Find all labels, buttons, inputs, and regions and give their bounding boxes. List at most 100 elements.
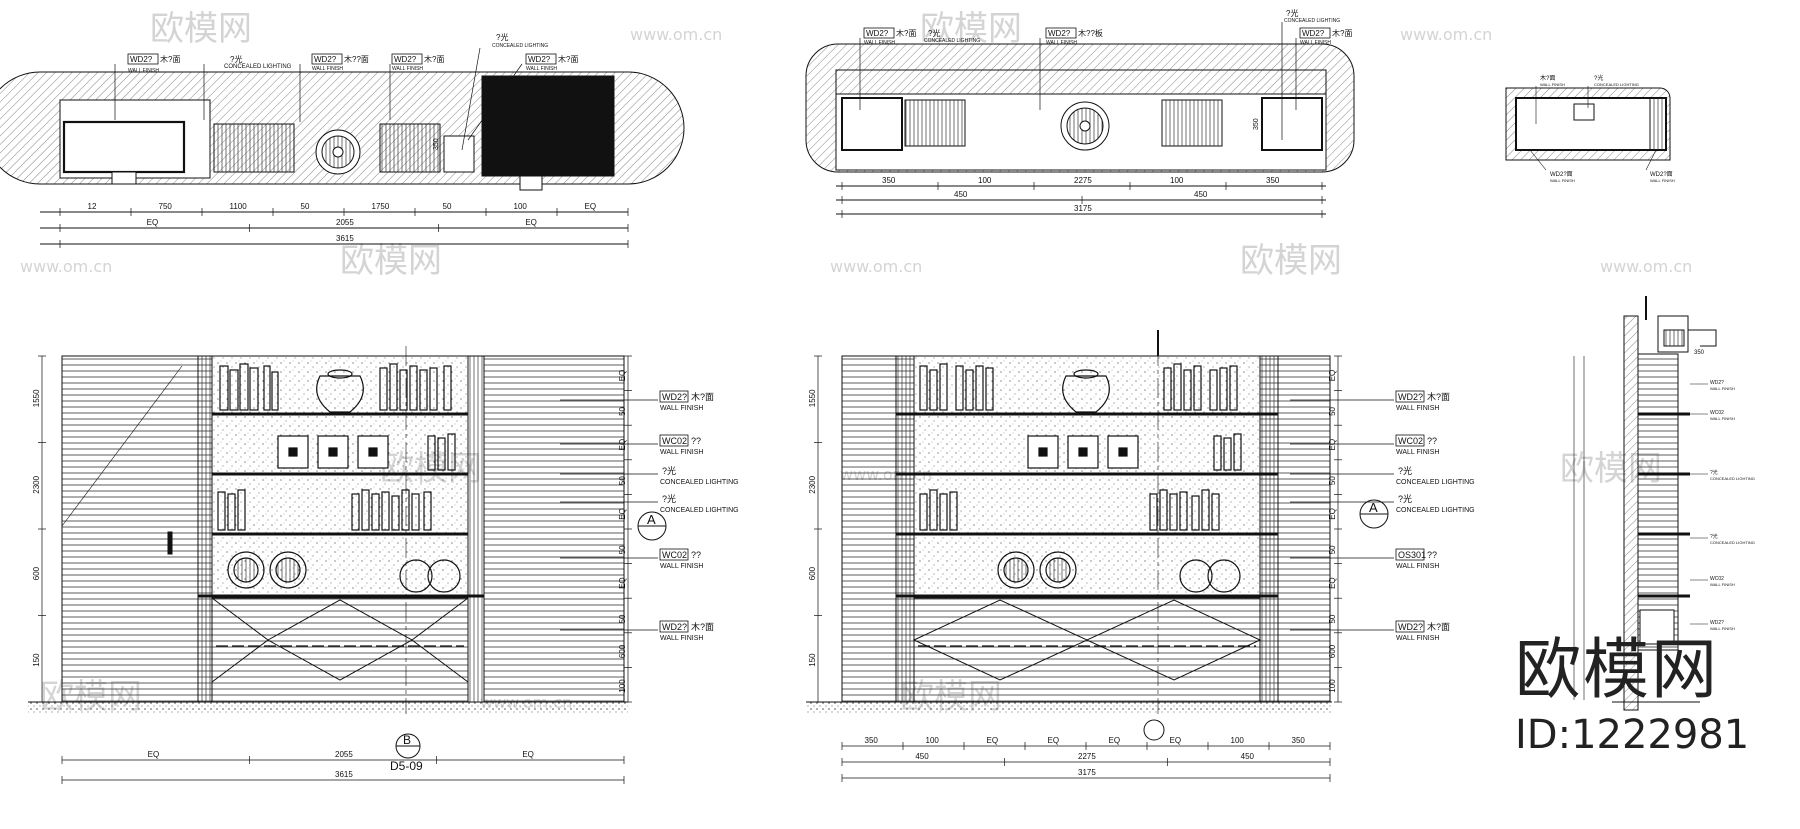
elev-mid-dim-right-label: EQ [1328, 508, 1337, 520]
elevation-left-material-tags: WD2? 木?面 WALL FINISH WC02?? WALL FINISH ?光 CON… [560, 390, 739, 642]
plan-left-dim-row2-label: EQ [525, 218, 537, 227]
elev-mid-tag-code: WD2? [1398, 392, 1423, 402]
elev-mid-dim-right-label: 50 [1328, 406, 1337, 415]
elev-left-dim-right-label: 600 [618, 644, 627, 658]
tag-plan-right-1: 木?面 [1540, 74, 1555, 82]
tag-plan-left-3-text: 木??面 [344, 54, 369, 64]
elev-mid-tag-code: WC02 [1398, 436, 1423, 446]
plan-left-dim-row1-label: 750 [159, 202, 173, 211]
section-right-top-dim: 350 [1694, 350, 1705, 356]
tag-plan-left-5-code: ?光 [496, 32, 508, 42]
watermark-site-text: www.om.cn [1600, 257, 1692, 276]
callout-marker-b: B [403, 733, 411, 747]
tag-plan-right-2-sub: CONCEALED LIGHTING [1594, 82, 1639, 87]
section-right-tag-sub: WALL FINISH [1710, 416, 1735, 421]
elev-mid-dim-right-label: EQ [1328, 370, 1337, 382]
section-right-tag-sub: CONCEALED LIGHTING [1710, 540, 1755, 545]
plan-mid-dim-row3-label: 3175 [1074, 204, 1092, 213]
tag-plan-mid-4-sub: CONCEALED LIGHTING [1284, 18, 1340, 24]
plan-view-middle [805, 43, 1355, 215]
elev-left-tag-text: 木?面 [691, 391, 714, 402]
section-right-tag-code: WC02 [1710, 576, 1724, 582]
elev-mid-tag-text: 木?面 [1427, 391, 1450, 402]
tag-plan-mid-3-text: 木??板 [1078, 28, 1103, 38]
elev-left-dim-bottom2-label: 3615 [335, 770, 353, 779]
tag-plan-left-5-sub: CONCEALED LIGHTING [492, 43, 548, 49]
section-right-tag-code: WC02 [1710, 410, 1724, 416]
elev-mid-tag-sub: WALL FINISH [1396, 449, 1439, 456]
tag-plan-left-4-text: 木?面 [424, 54, 444, 64]
elev-mid-dim-bottom1-label: EQ [1048, 736, 1060, 745]
elev-left-dim-right-label: 50 [618, 614, 627, 623]
elev-left-tag-sub: CONCEALED LIGHTING [660, 507, 739, 514]
tag-plan-right-3: WD2?面 [1550, 171, 1573, 178]
elev-mid-tag-sub: WALL FINISH [1396, 405, 1439, 412]
elev-mid-dim-left-label: 150 [808, 653, 817, 667]
tag-plan-left-6-sub: WALL FINISH [526, 66, 557, 72]
elevation-middle-annotations: A [1143, 499, 1389, 741]
watermark-site-text: www.om.cn [830, 257, 922, 276]
watermark-site-text: www.om.cn [20, 257, 112, 276]
plan-left-dim-row1-label: 1750 [372, 202, 390, 211]
plan-view-left [0, 71, 685, 245]
elev-mid-tag-code: ?光 [1398, 465, 1412, 476]
tag-plan-left-4-sub: WALL FINISH [392, 66, 423, 72]
section-marker-a-middle: A [1369, 500, 1378, 515]
elev-mid-dim-right-label: 100 [1328, 679, 1337, 693]
elevation-left [28, 346, 628, 714]
tag-plan-mid-2-sub: CONCEALED LIGHTING [924, 38, 980, 44]
plan-mid-dim-row1-label: 100 [978, 176, 992, 185]
plan-left-dim-row1-label: EQ [585, 202, 597, 211]
elev-mid-dim-bottom3-label: 3175 [1078, 768, 1096, 777]
elev-mid-tag-code: ?光 [1398, 493, 1412, 504]
elev-left-dim-bottom1-label: 2055 [335, 750, 353, 759]
elev-left-dim-right-label: EQ [618, 439, 627, 451]
tag-plan-mid-5-code: WD2? [1302, 29, 1325, 38]
elev-left-tag-sub: WALL FINISH [660, 405, 703, 412]
elev-left-dim-right-label: 50 [618, 476, 627, 485]
elev-left-dim-left-label: 2300 [32, 475, 41, 493]
elev-left-tag-code: WC02 [662, 550, 687, 560]
elevation-left-annotations: A B D5-09 [390, 511, 667, 773]
elev-left-tag-code: ?光 [662, 493, 676, 504]
elev-left-tag-code: ?光 [662, 465, 676, 476]
elev-left-tag-text: ?? [691, 550, 701, 560]
elev-left-tag-code: WD2? [662, 392, 687, 402]
elev-left-tag-text: 木?面 [691, 621, 714, 632]
elev-left-tag-sub: WALL FINISH [660, 635, 703, 642]
elev-left-dim-left-label: 1550 [32, 389, 41, 407]
elev-left-dim-right-label: EQ [618, 370, 627, 382]
section-right-tag-code: WD2? [1710, 620, 1724, 626]
elev-left-tag-text: ?? [691, 436, 701, 446]
brand-mark: 欧模网 ID:1222981 [1515, 635, 1749, 759]
tag-plan-left-3-code: WD2? [314, 55, 337, 64]
tag-plan-left-6-code: WD2? [528, 55, 551, 64]
elev-mid-tag-sub: WALL FINISH [1396, 635, 1439, 642]
tag-plan-mid-2-code: ?光 [928, 28, 940, 38]
tag-plan-mid-1-sub: WALL FINISH [864, 40, 895, 46]
plan-mid-annotations: WD2? 木?面 WALL FINISH ?光 CONCEALED LIGHTI… [859, 8, 1352, 140]
elevation-middle [806, 330, 1332, 714]
watermark-site-text: www.om.cn [630, 25, 722, 44]
elev-mid-dim-bottom1-label: EQ [987, 736, 999, 745]
plan-left-dim-row1-label: 50 [443, 202, 452, 211]
tag-plan-left-1-code: WD2? [130, 55, 153, 64]
plan-mid-dim-row1-label: 2275 [1074, 176, 1092, 185]
tag-plan-mid-1-text: 木?面 [896, 28, 916, 38]
tag-plan-left-3-sub: WALL FINISH [312, 66, 343, 72]
plan-mid-dim-row1-label: 100 [1170, 176, 1184, 185]
elev-mid-dim-bottom1-label: 350 [1292, 736, 1306, 745]
elev-left-dim-left-label: 150 [32, 653, 41, 667]
tag-plan-right-3-sub: WALL FINISH [1550, 178, 1575, 183]
elev-mid-dim-bottom1-label: EQ [1170, 736, 1182, 745]
plan-view-right [1505, 87, 1671, 161]
elev-mid-dim-bottom1-label: EQ [1109, 736, 1121, 745]
elev-left-dim-right-label: 100 [618, 679, 627, 693]
elev-left-dim-right-label: 50 [618, 406, 627, 415]
